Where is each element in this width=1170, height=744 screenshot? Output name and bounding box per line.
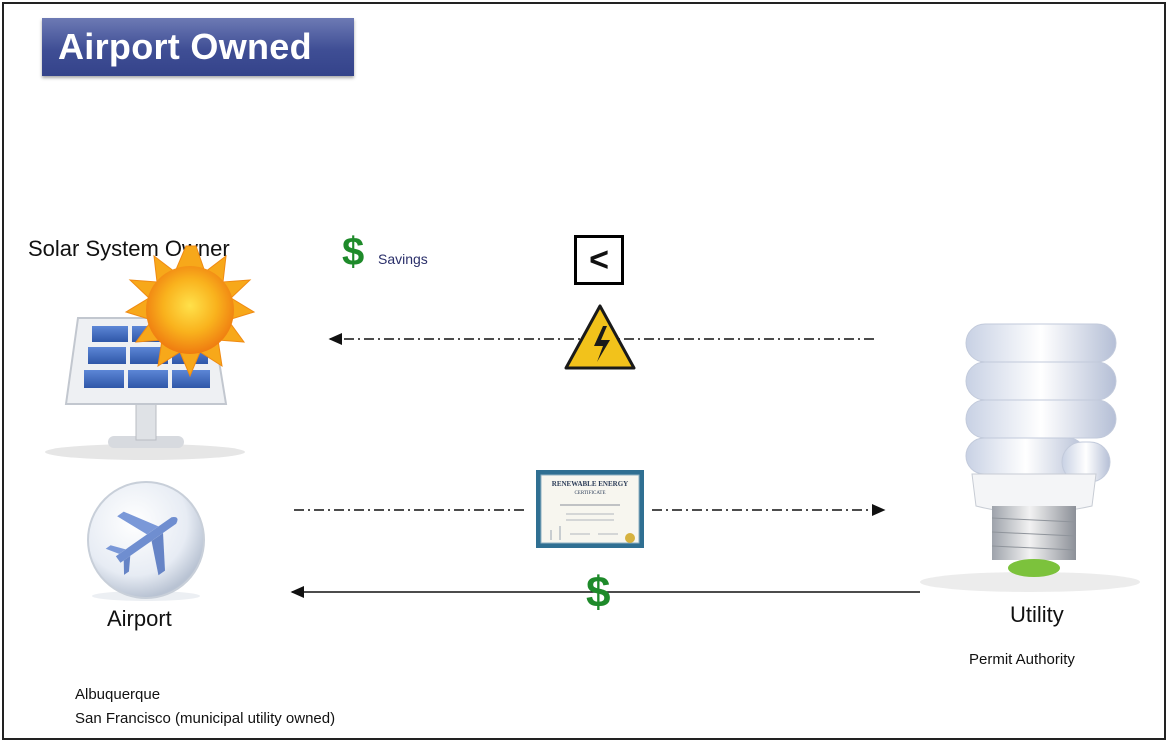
note-san-francisco: San Francisco (municipal utility owned): [75, 710, 336, 727]
high-voltage-warning-icon: [564, 304, 636, 370]
note-albuquerque: Albuquerque: [75, 686, 161, 703]
permit-authority-label: Permit Authority: [969, 651, 1075, 668]
sun-icon: [124, 245, 256, 378]
airport-label: Airport: [107, 606, 172, 631]
payment-dollar-icon: $: [586, 568, 611, 617]
lightbulb-icon: [920, 323, 1140, 592]
savings-dollar-icon: $: [342, 230, 365, 274]
airplane-icon: [87, 481, 205, 601]
solar-panel-icon: [45, 317, 245, 460]
certificate-heading: RENEWABLE ENERGY: [552, 480, 628, 488]
utility-label: Utility: [1010, 602, 1064, 627]
less-than-box: <: [574, 235, 624, 285]
certificate-icon: RENEWABLE ENERGY CERTIFICATE: [536, 470, 644, 548]
certificate-subheading: CERTIFICATE: [574, 491, 605, 496]
savings-label: Savings: [378, 251, 428, 267]
page-title: Airport Owned: [42, 18, 354, 76]
